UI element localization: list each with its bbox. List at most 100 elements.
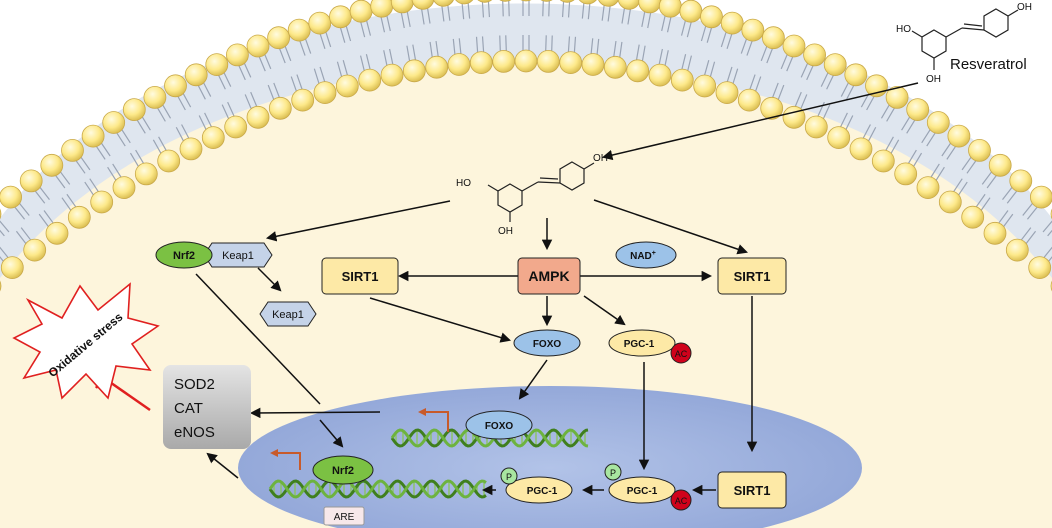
lipid-tail: [840, 82, 855, 100]
lipid-head: [40, 153, 64, 177]
lipid-head: [894, 162, 918, 186]
lipid-head: [205, 53, 229, 76]
bent-arrow-head: [270, 449, 278, 457]
lipid-head: [455, 0, 474, 5]
resveratrol-molecule-intracellular: [487, 161, 595, 222]
lipid-tail: [116, 129, 131, 147]
lipid-tail: [129, 149, 145, 168]
phospho-badge: [604, 463, 622, 481]
lipid-head: [0, 280, 2, 292]
oh-group: OH: [593, 153, 608, 164]
lipid-tail: [1022, 202, 1038, 220]
lipid-head: [638, 0, 662, 14]
lipid-head: [540, 0, 553, 2]
lipid-head: [411, 0, 435, 10]
lipid-head: [184, 63, 208, 87]
lipid-tail: [952, 178, 968, 196]
lipid-tail: [95, 142, 111, 160]
lipid-tail: [278, 45, 292, 64]
lipid-head: [23, 238, 47, 262]
lipid-head: [45, 221, 69, 245]
oxidative-stress-burst: [12, 282, 160, 400]
lipid-tail: [461, 2, 471, 20]
lipid-head: [849, 137, 873, 161]
lipid-head: [19, 169, 43, 193]
lipid-head: [492, 50, 516, 73]
lipid-head: [803, 43, 826, 67]
pgc1-nuclear-node: [608, 476, 676, 504]
dna-strand: [390, 428, 589, 448]
lipid-tail: [107, 163, 122, 182]
lipid-tail: [581, 2, 591, 20]
ho-group: HO: [456, 178, 471, 189]
acetyl-label: AC: [675, 349, 688, 359]
dna-strand: [268, 479, 487, 499]
lipid-head: [737, 88, 761, 112]
acetyl-badge: [670, 342, 692, 364]
resveratrol-molecule: [911, 8, 1019, 70]
phospho-badge: [500, 467, 518, 485]
antioxidant-genes-box: [163, 365, 251, 449]
lipid-head: [349, 0, 373, 23]
lipid-head: [916, 176, 940, 200]
lipid-head: [224, 115, 248, 139]
lipid-tail: [441, 4, 451, 22]
lipid-head: [559, 51, 583, 74]
lipid-tail: [921, 129, 936, 147]
lipid-tail: [661, 15, 672, 33]
lipid-head: [961, 205, 985, 229]
lipid-tail: [14, 202, 30, 220]
lipid-tail: [839, 112, 854, 131]
lipid-tail: [54, 171, 71, 189]
lipid-tail: [244, 91, 258, 110]
lipid-head: [670, 68, 694, 92]
bent-arrow-head: [418, 408, 426, 416]
lipid-head: [844, 63, 868, 87]
lipid-tail: [238, 62, 252, 81]
lipid-tail: [680, 19, 692, 38]
lipid-tail: [429, 41, 439, 58]
lipid-tail: [975, 193, 991, 212]
lipid-tail: [34, 186, 50, 204]
oh-group: OH: [498, 226, 513, 237]
nrf2-nuclear-node: [312, 455, 374, 485]
bent-arrow-icon: [424, 411, 449, 432]
lipid-tail: [420, 7, 431, 25]
lipid-tail: [561, 1, 571, 18]
keap1-free-label: Keap1: [272, 309, 304, 321]
foxo-node: [513, 329, 581, 357]
pgc1-node: [608, 329, 676, 357]
lipid-head: [0, 185, 22, 209]
arrow: [319, 419, 344, 448]
lipid-tail: [780, 53, 794, 72]
lipid-tail: [590, 38, 600, 55]
lipid-tail: [681, 54, 693, 72]
lipid-head: [61, 138, 84, 162]
arrow: [249, 407, 381, 419]
lipid-head: [0, 256, 24, 280]
ho-group: HO: [896, 24, 911, 35]
lipid-head: [926, 111, 950, 134]
lipid-tail: [862, 124, 877, 142]
lipid-tail: [175, 124, 190, 142]
lipid-tail: [475, 36, 485, 53]
lipid-tail: [502, 0, 510, 17]
lipid-head: [741, 18, 765, 42]
lipid-tail: [84, 178, 100, 196]
lipid-head: [1009, 169, 1033, 193]
lipid-head: [225, 43, 249, 67]
nucleus: [238, 386, 862, 528]
lipid-tail: [771, 82, 785, 101]
lipid-head: [81, 124, 105, 148]
dna-strand: [268, 479, 487, 499]
lipid-tail: [383, 48, 394, 67]
phospho-label: P: [610, 468, 616, 478]
lipid-head: [469, 51, 493, 74]
lipid-head: [134, 162, 158, 186]
lipid-tail: [499, 35, 507, 52]
lipid-head: [358, 68, 382, 92]
lipid-head: [648, 63, 672, 87]
lipid-head: [871, 149, 895, 173]
arrow: [518, 359, 548, 400]
membrane-band: [0, 3, 1052, 278]
